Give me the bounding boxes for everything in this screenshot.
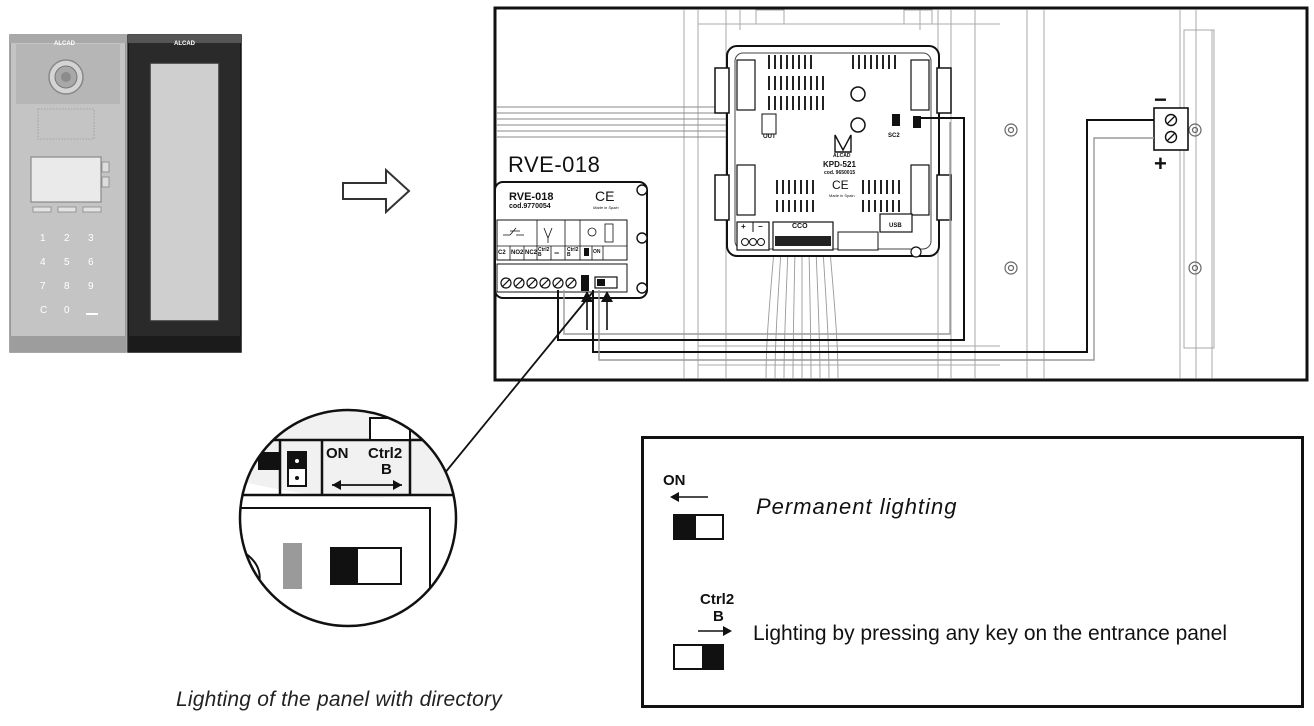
terminal-minus: − — [554, 248, 560, 258]
module-label-name: RVE-018 — [509, 191, 554, 203]
controller-minus: − — [758, 222, 763, 231]
key-c[interactable]: C — [40, 305, 48, 316]
zoom-b-label: B — [381, 461, 392, 478]
sc2-label: SC2 — [888, 133, 900, 139]
rve-module — [494, 181, 648, 299]
wires — [557, 117, 1154, 361]
keypad: 1 2 3 4 5 6 7 8 9 C 0 — [30, 233, 106, 323]
key-3[interactable]: 3 — [88, 233, 94, 244]
arrow-icon — [342, 167, 411, 215]
legend-on-label: ON — [663, 472, 686, 489]
key-9[interactable]: 9 — [88, 281, 94, 292]
legend-ctrl-label: Ctrl2 — [700, 591, 735, 608]
module-made-in: Made in Spain — [593, 205, 619, 210]
legend-switch-on — [670, 492, 724, 540]
key-1[interactable]: 1 — [40, 233, 46, 244]
cco-label: CCO — [792, 223, 808, 230]
controller-made-in: Made in Spain — [829, 193, 855, 198]
key-icon[interactable] — [86, 309, 98, 315]
module-label-code: cod.9770054 — [509, 203, 551, 210]
zoom-circle — [238, 408, 458, 628]
terminal-ctrl2-b: Ctrl2 B — [538, 247, 550, 258]
zoom-detail — [240, 410, 456, 626]
key-0[interactable]: 0 — [64, 305, 70, 316]
directory-module-panel — [127, 34, 242, 353]
controller-plus: + — [741, 222, 746, 231]
legend-permanent-text: Permanent lighting — [756, 494, 958, 519]
power-minus: − — [1154, 87, 1167, 112]
module-title: RVE-018 — [508, 152, 601, 177]
key-4[interactable]: 4 — [40, 257, 46, 268]
controller-model: KPD-521 — [823, 160, 856, 169]
controller-ce-mark: CE — [832, 178, 849, 192]
module-brand: ALCAD — [174, 41, 195, 47]
controller-brand: ALCAD — [833, 153, 851, 159]
panel-brand: ALCAD — [54, 41, 75, 47]
diagram-caption: Lighting of the panel with directory — [176, 688, 502, 711]
legend-switch-ctrl — [673, 626, 732, 670]
terminal-no2: NO2 — [511, 250, 524, 256]
power-plus: + — [1154, 151, 1167, 176]
out-label: OUT — [763, 134, 776, 140]
zoom-on-label: ON — [326, 445, 349, 462]
legend-pressing-text: Lighting by pressing any key on the entr… — [753, 622, 1227, 645]
ribbon-cable-down — [765, 249, 839, 379]
terminal-on: ON — [593, 249, 601, 255]
terminal-ctrl2-b-2: Ctrl2 B — [567, 247, 579, 258]
key-8[interactable]: 8 — [64, 281, 70, 292]
legend-b-label: B — [713, 608, 724, 625]
zoom-ctrl-label: Ctrl2 — [368, 445, 403, 462]
zoom-leader-line — [443, 292, 593, 475]
key-6[interactable]: 6 — [88, 257, 94, 268]
entrance-panel — [9, 34, 127, 353]
legend-box — [641, 436, 1304, 708]
controller-board — [714, 45, 952, 258]
power-terminal — [1153, 107, 1189, 151]
terminal-c2: C2 — [498, 250, 506, 256]
key-5[interactable]: 5 — [64, 257, 70, 268]
usb-label: USB — [889, 223, 902, 229]
module-ce-mark: CE — [595, 188, 615, 204]
key-2[interactable]: 2 — [64, 233, 70, 244]
terminal-nc2: NC2 — [525, 250, 538, 256]
ribbon-cable-left — [497, 106, 745, 138]
key-7[interactable]: 7 — [40, 281, 46, 292]
controller-code: cod. 9650015 — [824, 170, 856, 176]
mounting-screws — [1004, 123, 1202, 275]
